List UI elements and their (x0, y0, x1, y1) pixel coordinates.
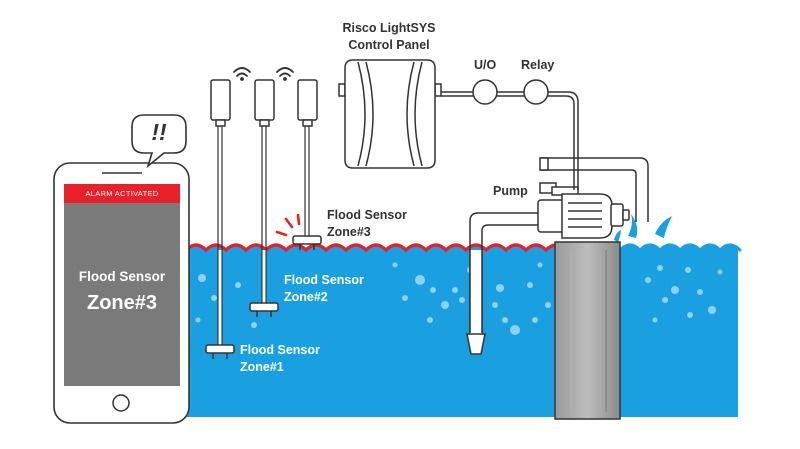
pump-motor (537, 182, 630, 239)
sensor-zone3-label: Flood Sensor Zone#3 (327, 207, 407, 241)
bubble (697, 289, 703, 295)
bubble (502, 317, 508, 323)
sensor-zone3-line2: Zone#3 (327, 225, 371, 239)
bubble (662, 297, 668, 303)
transmitter-1 (210, 79, 231, 127)
bubble (452, 287, 458, 293)
bubble (195, 317, 201, 323)
relay-label: Relay (521, 58, 555, 72)
bubble (251, 322, 257, 328)
alert-rays-icon (275, 213, 301, 237)
home-button-icon (112, 394, 130, 412)
control-panel-title-line1: Risco LightSYS (342, 21, 436, 35)
relay-wire (441, 91, 579, 190)
smartphone (53, 162, 190, 424)
bubble (441, 301, 449, 309)
water-body (186, 248, 738, 417)
uo-module (472, 79, 498, 105)
transmitter-3 (297, 79, 318, 127)
bubble (415, 275, 425, 285)
water-surface-right (618, 243, 742, 253)
pump-housing (554, 241, 621, 420)
bubble (545, 302, 551, 308)
bubble (532, 317, 538, 323)
pump-label: Pump (493, 184, 528, 198)
bubble (430, 287, 436, 293)
bubble (717, 269, 723, 275)
bubble (427, 317, 433, 323)
bubble (537, 262, 543, 268)
water-surface-line (184, 243, 568, 253)
bubble (652, 317, 658, 323)
sensor-zone3-line1: Flood Sensor (327, 208, 407, 222)
relay-module (523, 79, 549, 105)
bubble (657, 265, 663, 271)
phone-notification-line1: Flood Sensor (78, 269, 166, 284)
sensor-cables (217, 126, 310, 345)
sensor-zone1-label: Flood Sensor Zone#1 (240, 342, 320, 376)
bubble (687, 312, 693, 318)
flood-sensor-icon (205, 344, 235, 359)
wifi-icon (233, 67, 251, 81)
bubble (392, 262, 398, 268)
sensor-zone2-line2: Zone#2 (284, 290, 328, 304)
control-panel-title-line2: Control Panel (348, 38, 430, 52)
transmitter-2 (254, 79, 275, 127)
bubble (459, 297, 465, 303)
alert-exclamation: !! (151, 119, 167, 145)
alarm-banner: ALARM ACTIVATED (85, 189, 159, 198)
sensor-zone2-line1: Flood Sensor (284, 273, 364, 287)
wifi-icon (276, 67, 294, 81)
speech-bubble-icon (131, 114, 187, 169)
pump-inlet-strainer (466, 333, 486, 355)
flood-sensor-icon (249, 302, 279, 317)
phone-notification-line2: Zone#3 (86, 292, 158, 314)
bubble (198, 274, 206, 282)
bubble (492, 302, 498, 308)
bubble (671, 286, 679, 294)
uo-label: U/O (474, 58, 497, 72)
sensor-zone2-label: Flood Sensor Zone#2 (284, 272, 364, 306)
sensor-zone1-line2: Zone#1 (240, 360, 284, 374)
bubble (402, 295, 408, 301)
bubble (527, 282, 533, 288)
flood-sensor-icon (292, 235, 322, 250)
sensor-zone1-line1: Flood Sensor (240, 343, 320, 357)
bubble (645, 277, 651, 283)
bubble (235, 282, 241, 288)
bubble (510, 325, 520, 335)
bubble (685, 267, 691, 273)
bubble (496, 284, 504, 292)
control-panel-title: Risco LightSYS Control Panel (329, 20, 449, 54)
splash (614, 214, 672, 242)
control-panel (338, 59, 442, 169)
bubble (708, 306, 716, 314)
phone-notification: Flood Sensor Zone#3 (64, 268, 180, 316)
bubble (211, 295, 217, 301)
